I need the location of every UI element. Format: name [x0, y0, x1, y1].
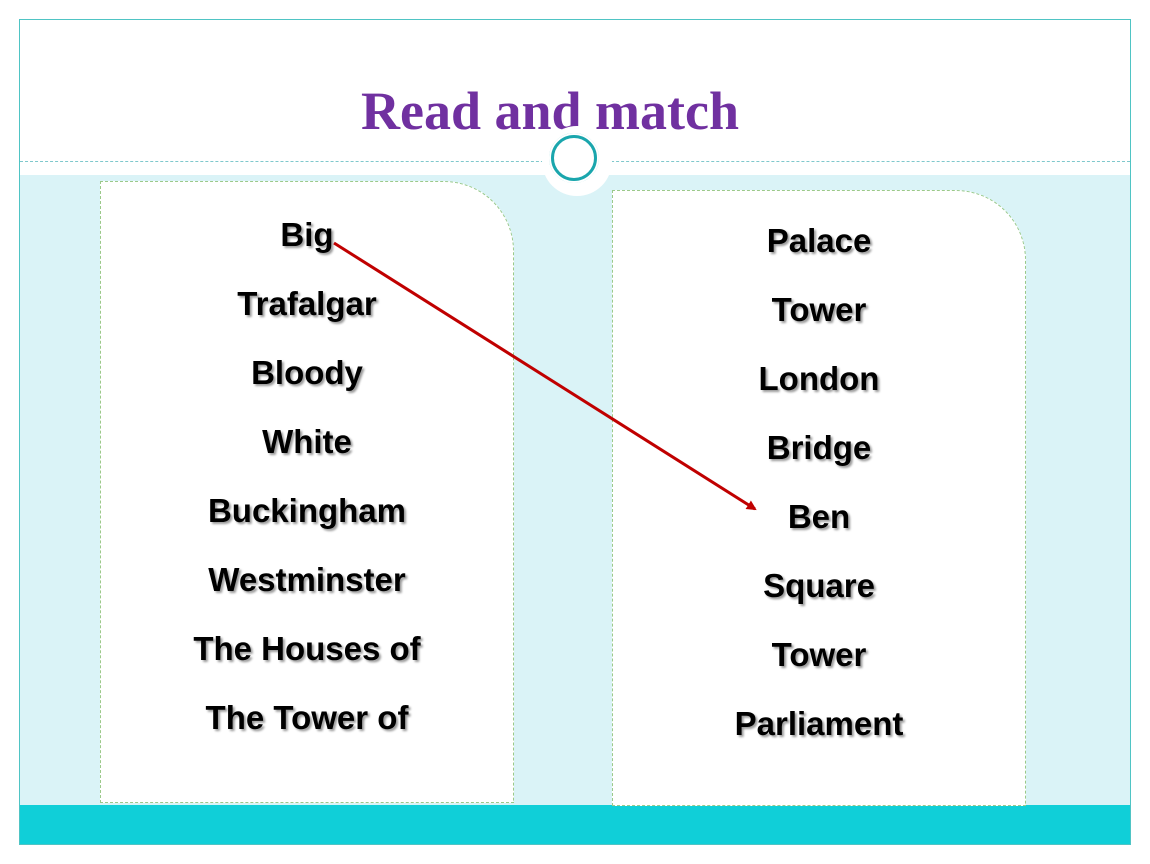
footer-band: [20, 805, 1130, 844]
right-word-7: Tower: [771, 636, 867, 673]
left-word-6: Westminster: [208, 561, 406, 598]
left-word-3: Bloody: [251, 354, 363, 391]
right-word-6: Square: [763, 567, 875, 604]
left-word-4: White: [262, 423, 352, 460]
right-word-4: Bridge: [766, 429, 872, 466]
right-word-1: Palace: [766, 222, 872, 259]
left-word-5: Buckingham: [207, 492, 407, 529]
slide-title: Read and match: [360, 81, 740, 141]
left-word-1: Big: [280, 216, 334, 253]
left-word-panel: Big Trafalgar Bloody White Buckingham We…: [100, 181, 514, 803]
divider-circle-icon: [551, 135, 597, 181]
left-word-7: The Houses of: [193, 630, 421, 667]
left-word-8: The Tower of: [205, 699, 409, 736]
left-word-2: Trafalgar: [237, 285, 377, 322]
match-arrow-line: [333, 241, 757, 511]
right-word-8: Parliament: [734, 705, 904, 742]
slide: Read and match Big Trafalgar Bloody Whit…: [19, 19, 1131, 845]
match-arrow: [333, 241, 757, 511]
divider-circle-ring: [549, 133, 599, 183]
right-word-2: Tower: [771, 291, 867, 328]
right-word-3: London: [758, 360, 880, 397]
right-word-5: Ben: [787, 498, 851, 535]
right-word-panel: Palace Tower London Bridge Ben Square To…: [612, 190, 1026, 806]
